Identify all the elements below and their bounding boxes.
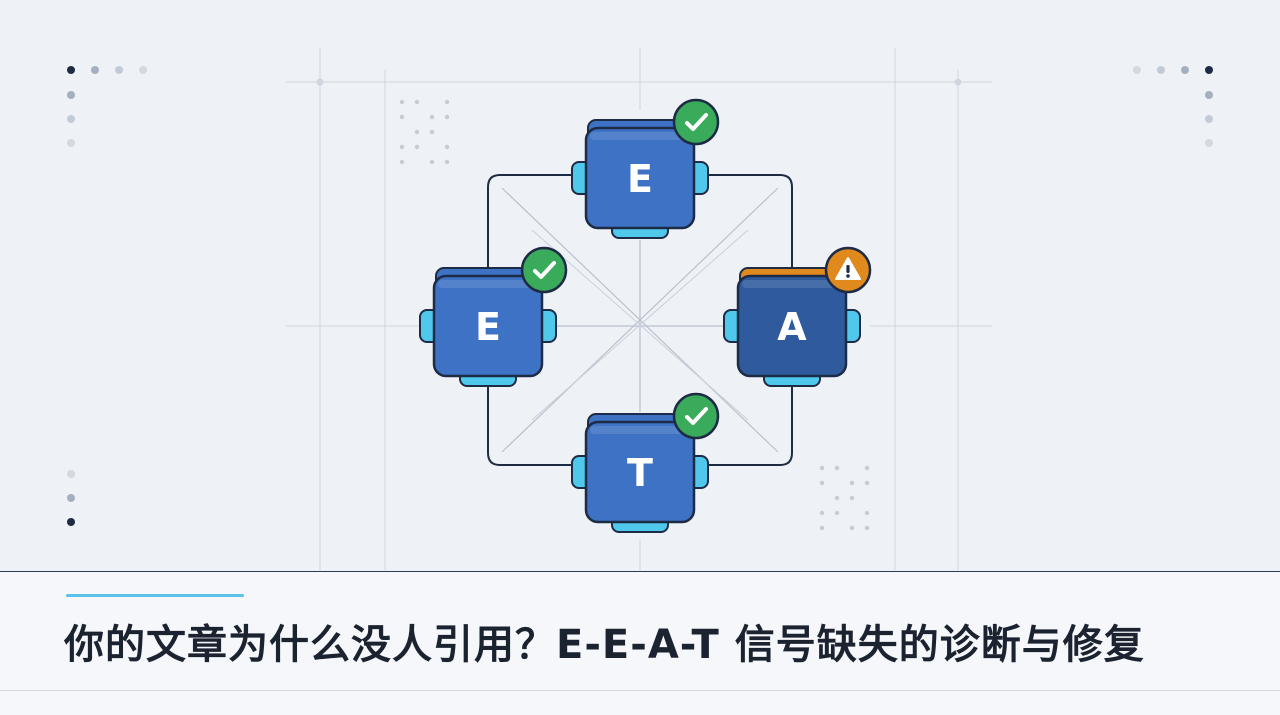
guide-lines (286, 48, 992, 570)
node-block (584, 420, 696, 524)
check-circle-icon (672, 98, 720, 146)
caption-panel: 你的文章为什么没人引用？E-E-A-T 信号缺失的诊断与修复 (0, 571, 1280, 715)
dot-grid-bottom-right (819, 465, 870, 531)
node-block (584, 126, 696, 230)
dot-grid-top-left (399, 99, 450, 165)
node-letter: T (627, 451, 653, 495)
check-circle-icon (520, 246, 568, 294)
caption-divider (0, 690, 1280, 691)
node-authoritativeness: A (723, 246, 872, 387)
page-title: 你的文章为什么没人引用？E-E-A-T 信号缺失的诊断与修复 (64, 622, 1145, 668)
corner-dots-top-right (1133, 66, 1213, 147)
check-circle-icon (672, 392, 720, 440)
node-letter: A (777, 305, 807, 349)
node-expertise: E (419, 246, 568, 387)
warning-triangle-icon (824, 246, 872, 294)
node-block (432, 274, 544, 378)
network-edges (487, 174, 793, 466)
node-block (736, 274, 848, 378)
accent-line (66, 594, 244, 597)
nodes-layer: E E A T (419, 98, 872, 533)
node-letter: E (627, 157, 653, 201)
node-experience: E (571, 98, 720, 239)
node-letter: E (475, 305, 501, 349)
corner-dots-bottom-left (67, 470, 75, 526)
corner-dots-top-left (67, 66, 147, 147)
node-trustworthiness: T (571, 392, 720, 533)
